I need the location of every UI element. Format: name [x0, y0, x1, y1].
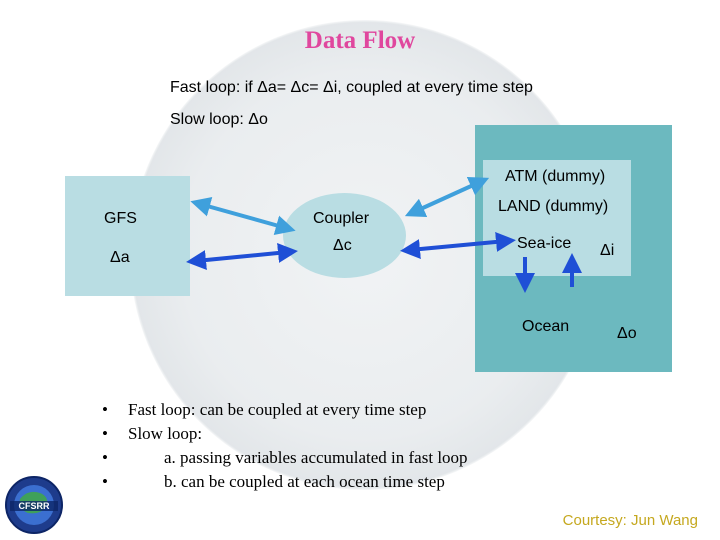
- land-label: LAND (dummy): [498, 198, 609, 215]
- bullet-text: a. passing variables accumulated in fast…: [164, 448, 468, 467]
- bullet-dot: •: [102, 400, 108, 419]
- atm-label: ATM (dummy): [505, 168, 606, 185]
- slow-loop-line: Slow loop: Δo: [170, 111, 268, 128]
- coupler-seaice-arrow: [400, 231, 516, 260]
- bullet-dot: •: [102, 472, 108, 491]
- courtesy-note: Courtesy: Jun Wang: [562, 512, 698, 529]
- page-title: Data Flow: [304, 27, 416, 54]
- ocean-label: Ocean: [522, 318, 570, 335]
- bullet-dot: •: [102, 424, 108, 443]
- gfs-box: [65, 176, 190, 296]
- coupler-label: Coupler: [313, 210, 370, 227]
- gfs-coupler-arrow: [190, 197, 296, 235]
- gfs-label: GFS: [104, 210, 137, 227]
- delta-o-label: Δo: [617, 325, 637, 342]
- gfs-coupler-lower-arrow: [186, 243, 298, 270]
- coupler-atm-arrow: [404, 177, 490, 217]
- delta-c-label: Δc: [333, 237, 352, 254]
- delta-a-label: Δa: [110, 249, 130, 266]
- bullet-text: b. can be coupled at each ocean time ste…: [164, 472, 445, 491]
- coupler-ellipse: [283, 193, 406, 278]
- logo-text: CFSRR: [19, 501, 50, 511]
- fast-loop-line: Fast loop: if Δa= Δc= Δi, coupled at eve…: [170, 79, 533, 96]
- bullet-text: Slow loop:: [128, 424, 203, 443]
- delta-i-label: Δi: [600, 242, 615, 259]
- bullet-dot: •: [102, 448, 108, 467]
- seaice-label: Sea-ice: [517, 235, 572, 252]
- cfsrr-logo: CFSRR: [5, 476, 63, 534]
- bullet-text: Fast loop: can be coupled at every time …: [128, 400, 427, 419]
